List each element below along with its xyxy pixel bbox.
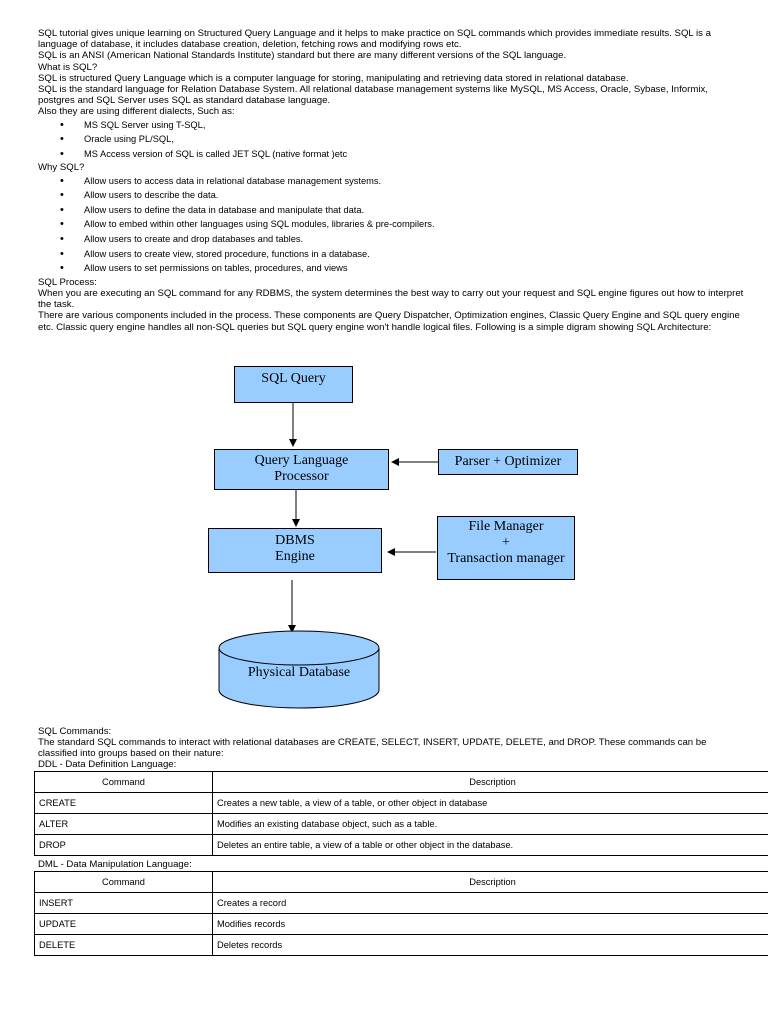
what-is-sql-heading: What is SQL? [38, 61, 98, 73]
ddl-title: DDL - Data Definition Language: [38, 759, 177, 770]
sql-commands-heading: SQL Commands: [38, 726, 112, 737]
dml-table: Command Description INSERT Creates a rec… [34, 871, 768, 956]
file-manager-label-line2: + [502, 535, 510, 550]
process-paragraph: When you are executing an SQL command fo… [38, 287, 744, 311]
dialects-intro: Also they are using different dialects, … [38, 106, 235, 118]
dbms-engine-box: DBMS Engine [208, 528, 382, 573]
sql-query-label: SQL Query [261, 371, 326, 386]
list-item: Oracle using PL/SQL, [38, 133, 746, 148]
description-cell: Creates a record [212, 892, 768, 914]
column-header-command: Command [34, 771, 213, 793]
list-item: Allow users to access data in relational… [38, 175, 746, 190]
table-row: UPDATE Modifies records [34, 913, 768, 935]
description-cell: Deletes records [212, 934, 768, 956]
file-manager-box: File Manager + Transaction manager [437, 516, 575, 580]
table-row: INSERT Creates a record [34, 892, 768, 914]
ansi-paragraph: SQL is an ANSI (American National Standa… [38, 50, 567, 62]
command-cell: DELETE [34, 934, 213, 956]
description-cell: Deletes an entire table, a view of a tab… [212, 834, 768, 856]
command-cell: CREATE [34, 792, 213, 814]
file-manager-label-line3: Transaction manager [447, 551, 565, 566]
list-item: Allow users to describe the data. [38, 189, 746, 204]
ddl-table: Command Description CREATE Creates a new… [34, 771, 768, 856]
table-header-row: Command Description [34, 871, 768, 893]
table-header-row: Command Description [34, 771, 768, 793]
sql-definition-paragraph: SQL is structured Query Language which i… [38, 72, 629, 84]
list-item: MS Access version of SQL is called JET S… [38, 148, 746, 163]
parser-optimizer-box: Parser + Optimizer [438, 449, 578, 475]
list-item: MS SQL Server using T-SQL, [38, 119, 746, 134]
physical-database-cylinder [218, 630, 380, 709]
dialects-list: MS SQL Server using T-SQL, Oracle using … [38, 119, 746, 163]
dml-title: DML - Data Manipulation Language: [38, 859, 192, 870]
description-cell: Creates a new table, a view of a table, … [212, 792, 768, 814]
intro-paragraph: SQL tutorial gives unique learning on St… [38, 28, 711, 51]
query-language-processor-box: Query Language Processor [214, 449, 389, 490]
description-cell: Modifies records [212, 913, 768, 935]
command-cell: UPDATE [34, 913, 213, 935]
table-row: DROP Deletes an entire table, a view of … [34, 834, 768, 856]
table-row: DELETE Deletes records [34, 934, 768, 956]
column-header-command: Command [34, 871, 213, 893]
list-item: Allow users to create view, stored proce… [38, 248, 746, 263]
file-manager-label-line1: File Manager [468, 519, 544, 534]
column-header-description: Description [212, 871, 768, 893]
description-cell: Modifies an existing database object, su… [212, 813, 768, 835]
command-cell: ALTER [34, 813, 213, 835]
table-row: ALTER Modifies an existing database obje… [34, 813, 768, 835]
command-cell: DROP [34, 834, 213, 856]
dbms-label-line1: DBMS [275, 533, 315, 548]
sql-query-box: SQL Query [234, 366, 353, 403]
standard-language-paragraph: SQL is the standard language for Relatio… [38, 84, 708, 107]
column-header-description: Description [212, 771, 768, 793]
parser-optimizer-label: Parser + Optimizer [454, 454, 562, 469]
list-item: Allow users to set permissions on tables… [38, 262, 746, 277]
list-item: Allow to embed within other languages us… [38, 218, 746, 233]
processor-label-line2: Processor [274, 469, 329, 484]
document-text: SQL tutorial gives unique learning on St… [38, 28, 746, 333]
list-item: Allow users to define the data in databa… [38, 204, 746, 219]
sql-process-heading: SQL Process: [38, 276, 97, 288]
command-cell: INSERT [34, 892, 213, 914]
list-item: Allow users to create and drop databases… [38, 233, 746, 248]
why-sql-list: Allow users to access data in relational… [38, 175, 746, 277]
table-row: CREATE Creates a new table, a view of a … [34, 792, 768, 814]
dbms-label-line2: Engine [275, 549, 315, 564]
physical-database-label: Physical Database [247, 665, 351, 680]
components-paragraph: There are various components included in… [38, 310, 740, 333]
why-sql-heading: Why SQL? [38, 162, 85, 174]
processor-label-line1: Query Language [254, 453, 349, 468]
commands-paragraph: The standard SQL commands to interact wi… [38, 737, 707, 760]
